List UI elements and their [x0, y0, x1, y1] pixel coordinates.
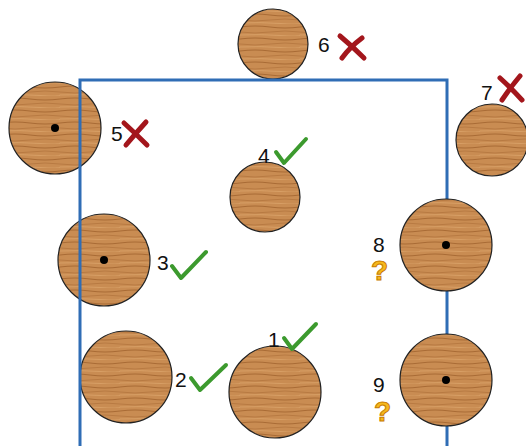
boundary-discs [400, 199, 492, 426]
region-boundary [80, 80, 447, 446]
callout-number: 7 [481, 82, 493, 103]
callout-number: 8 [373, 234, 385, 255]
check-marks [172, 139, 316, 390]
callout-number: 9 [373, 374, 385, 395]
center-dots [51, 124, 450, 384]
callout-number: 1 [268, 329, 280, 350]
callout-number: 5 [111, 123, 123, 144]
status-mark: ? [371, 257, 388, 285]
status-mark: ? [374, 398, 391, 426]
callout-number: 2 [175, 369, 187, 390]
callout-number: 3 [157, 252, 169, 273]
wooden-discs [9, 9, 526, 438]
callout-number: 6 [318, 34, 330, 55]
callout-number: 4 [258, 145, 270, 166]
